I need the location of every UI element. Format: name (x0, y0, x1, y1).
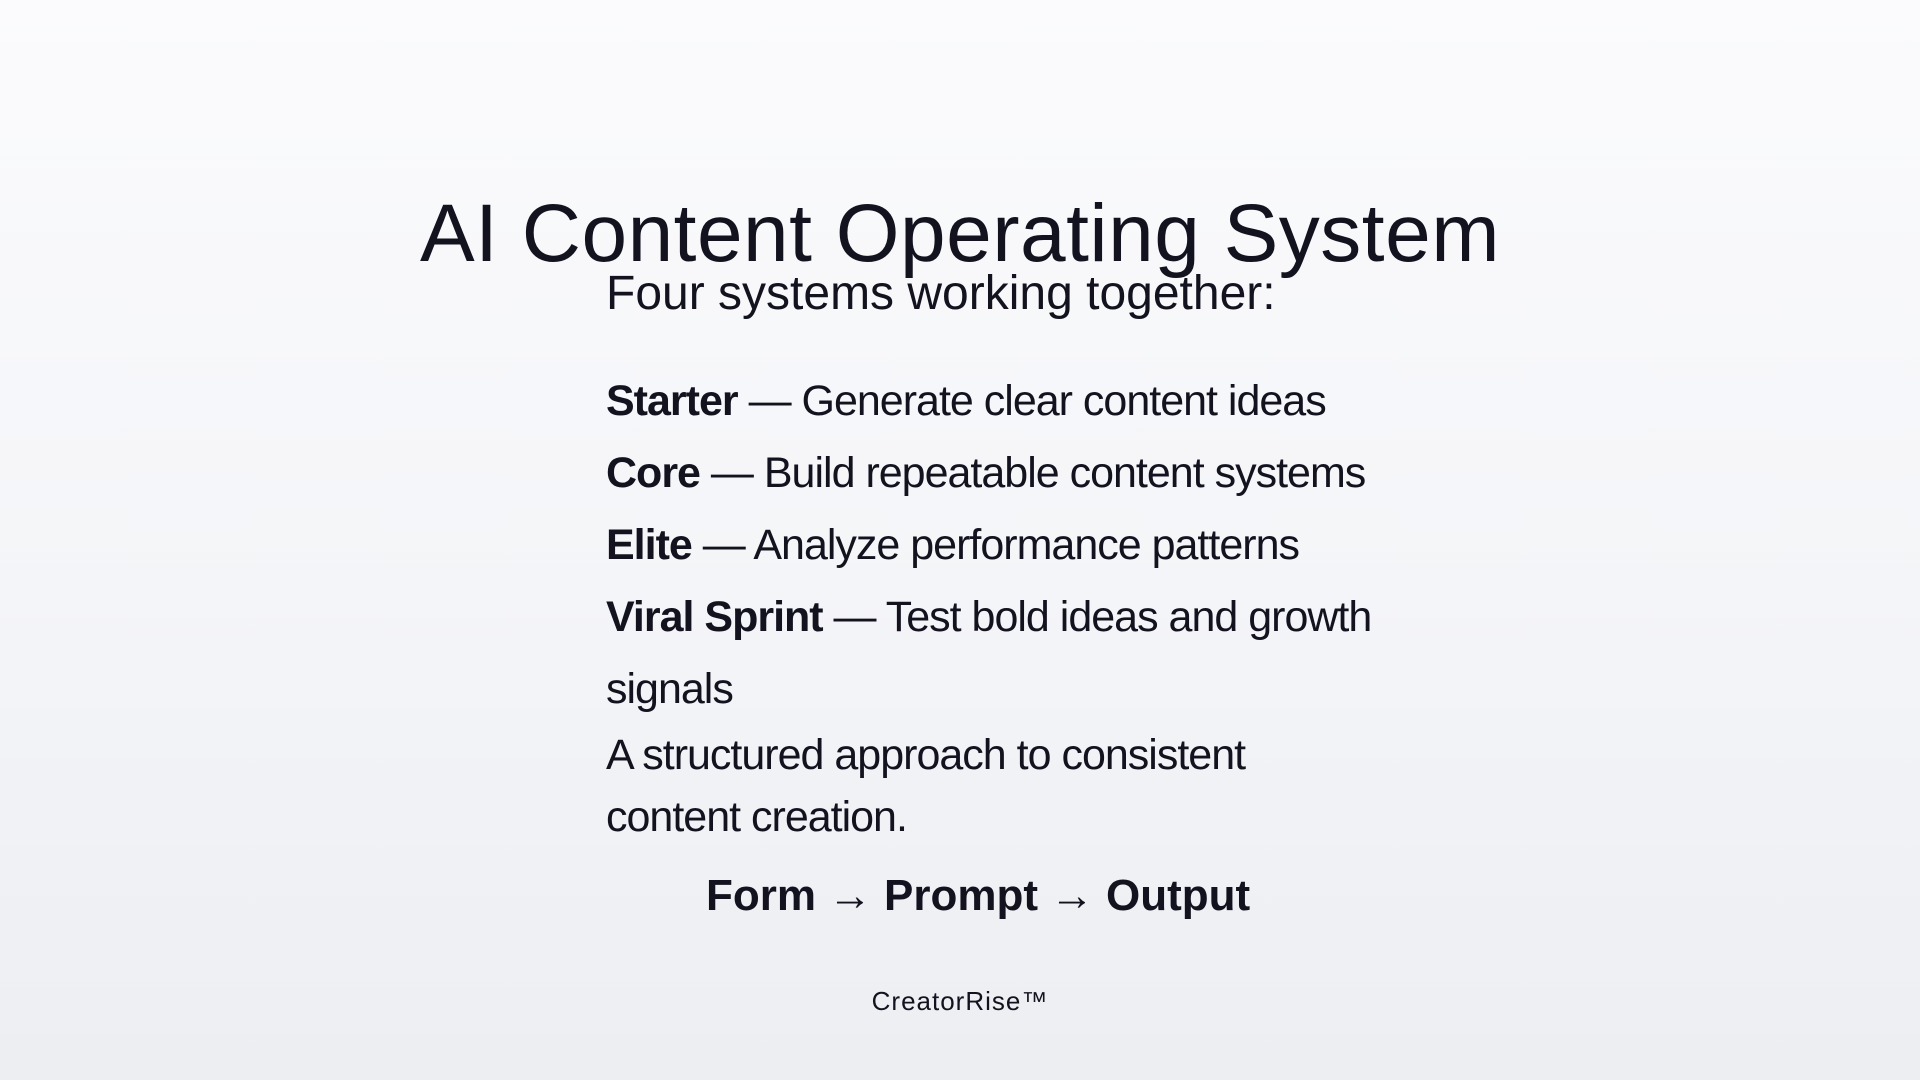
list-item-elite: Elite — Analyze performance patterns (606, 509, 1466, 581)
system-description: Generate clear content ideas (801, 377, 1327, 425)
system-description: Analyze performance patterns (753, 521, 1300, 569)
system-name: Elite (606, 521, 693, 569)
list-item-starter: Starter — Generate clear content ideas (606, 365, 1466, 437)
arrow-right-icon: → (828, 871, 872, 920)
system-description: Build repeatable content systems (763, 449, 1366, 497)
arrow-right-icon: → (1050, 871, 1094, 920)
tagline: A structured approach to consistent cont… (606, 731, 1246, 841)
brand-logo: CreatorRise™ (871, 986, 1049, 1016)
system-separator: — (737, 377, 802, 425)
flow-step-output: Output (1106, 871, 1251, 920)
system-separator: — (691, 521, 754, 569)
system-name: Viral Sprint (606, 593, 824, 641)
system-name: Starter (606, 377, 739, 425)
workflow-flow: Form→Prompt→Output (706, 874, 1250, 918)
system-separator: — (822, 593, 886, 641)
system-separator: — (699, 449, 764, 497)
system-name: Core (606, 449, 701, 497)
list-item-core: Core — Build repeatable content systems (606, 437, 1466, 509)
flow-step-prompt: Prompt (884, 871, 1038, 920)
flow-step-form: Form (706, 871, 816, 920)
slide-subtitle: Four systems working together: (606, 267, 1276, 320)
list-item-viral-sprint: Viral Sprint — Test bold ideas and growt… (606, 581, 1466, 725)
systems-list: Starter — Generate clear content ideas C… (606, 365, 1466, 725)
system-description: Test bold ideas and growth signals (606, 593, 1372, 713)
slide-title: AI Content Operating System (419, 187, 1501, 279)
